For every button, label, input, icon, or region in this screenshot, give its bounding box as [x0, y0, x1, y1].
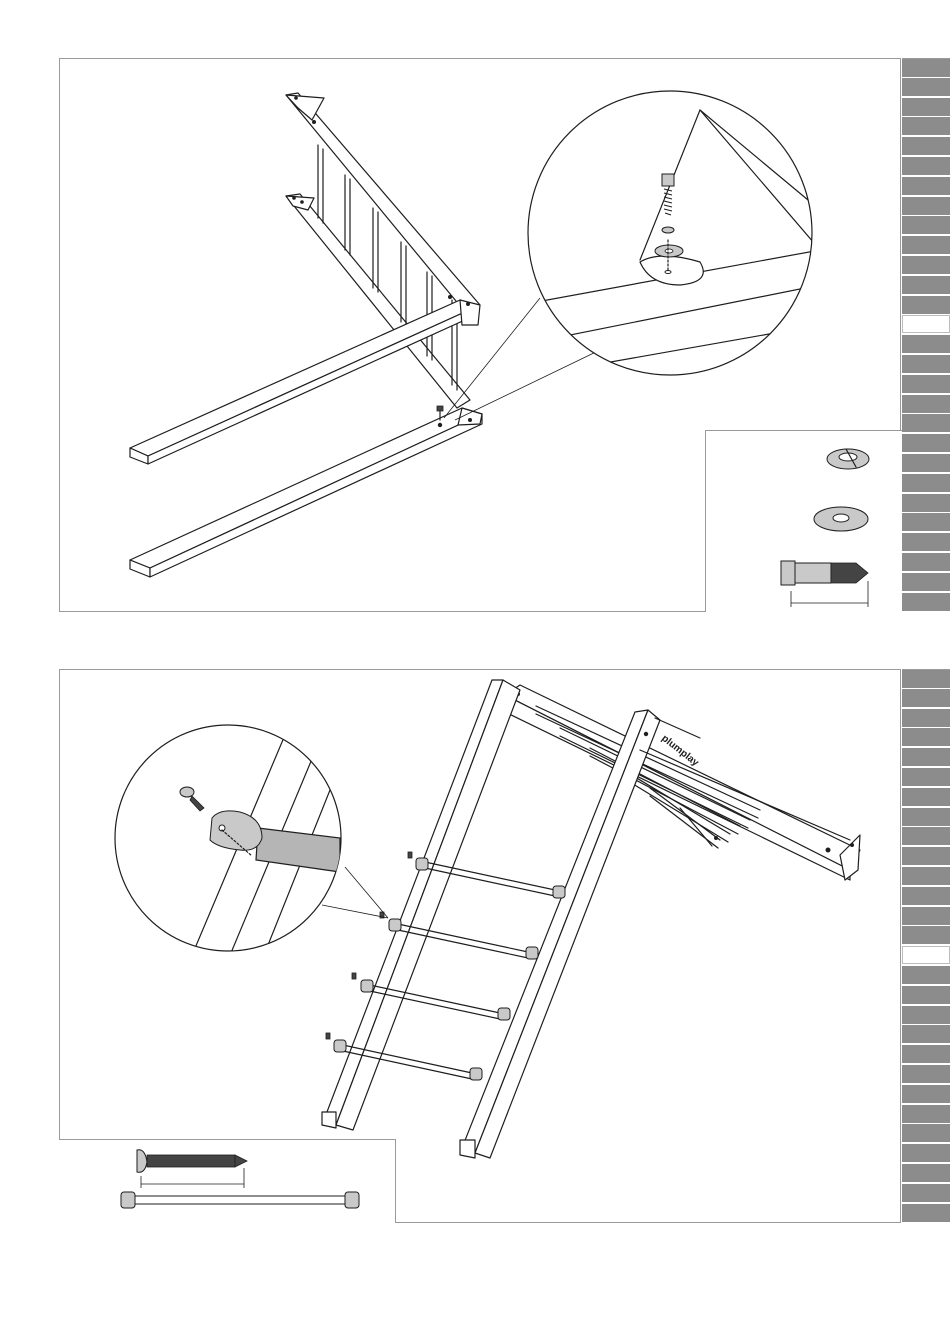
section-tab-2-26	[902, 1164, 950, 1182]
section-tab-2-13	[902, 907, 950, 925]
section-tab-2-27	[902, 1184, 950, 1202]
section-tab-2-4	[902, 728, 950, 746]
section-tab-2-24	[902, 1124, 950, 1142]
monkey-bar-frame	[494, 685, 860, 880]
section-tab-2-12	[902, 887, 950, 905]
section-tab-2-8	[902, 808, 950, 826]
detail-magnifier-screw	[115, 725, 352, 960]
section-tab-2-16	[902, 966, 950, 984]
section-tab-2-19	[902, 1025, 950, 1043]
section-tab-2-18	[902, 1006, 950, 1024]
hardware-legend-2	[59, 1139, 396, 1223]
section-tab-2-3	[902, 709, 950, 727]
section-tab-2-28	[902, 1204, 950, 1222]
parts-icons-2	[59, 1140, 396, 1224]
section-tab-2-14	[902, 926, 950, 944]
section-tab-2-20	[902, 1045, 950, 1063]
section-tab-2-25	[902, 1144, 950, 1162]
section-tab-2-21	[902, 1065, 950, 1083]
section-tab-2-11	[902, 867, 950, 885]
section-tab-2-15	[902, 946, 950, 964]
section-tab-2-22	[902, 1085, 950, 1103]
ladder-rung-icon	[121, 1192, 359, 1208]
section-tab-2-7	[902, 788, 950, 806]
section-tab-2-23	[902, 1105, 950, 1123]
section-tab-2-10	[902, 847, 950, 865]
screw-icon	[137, 1150, 247, 1188]
section-tab-2-17	[902, 986, 950, 1004]
section-tab-2-1	[902, 669, 950, 688]
section-tab-2-2	[902, 689, 950, 707]
section-tab-2-5	[902, 748, 950, 766]
section-tab-2-6	[902, 768, 950, 786]
section-tab-2-9	[902, 827, 950, 845]
